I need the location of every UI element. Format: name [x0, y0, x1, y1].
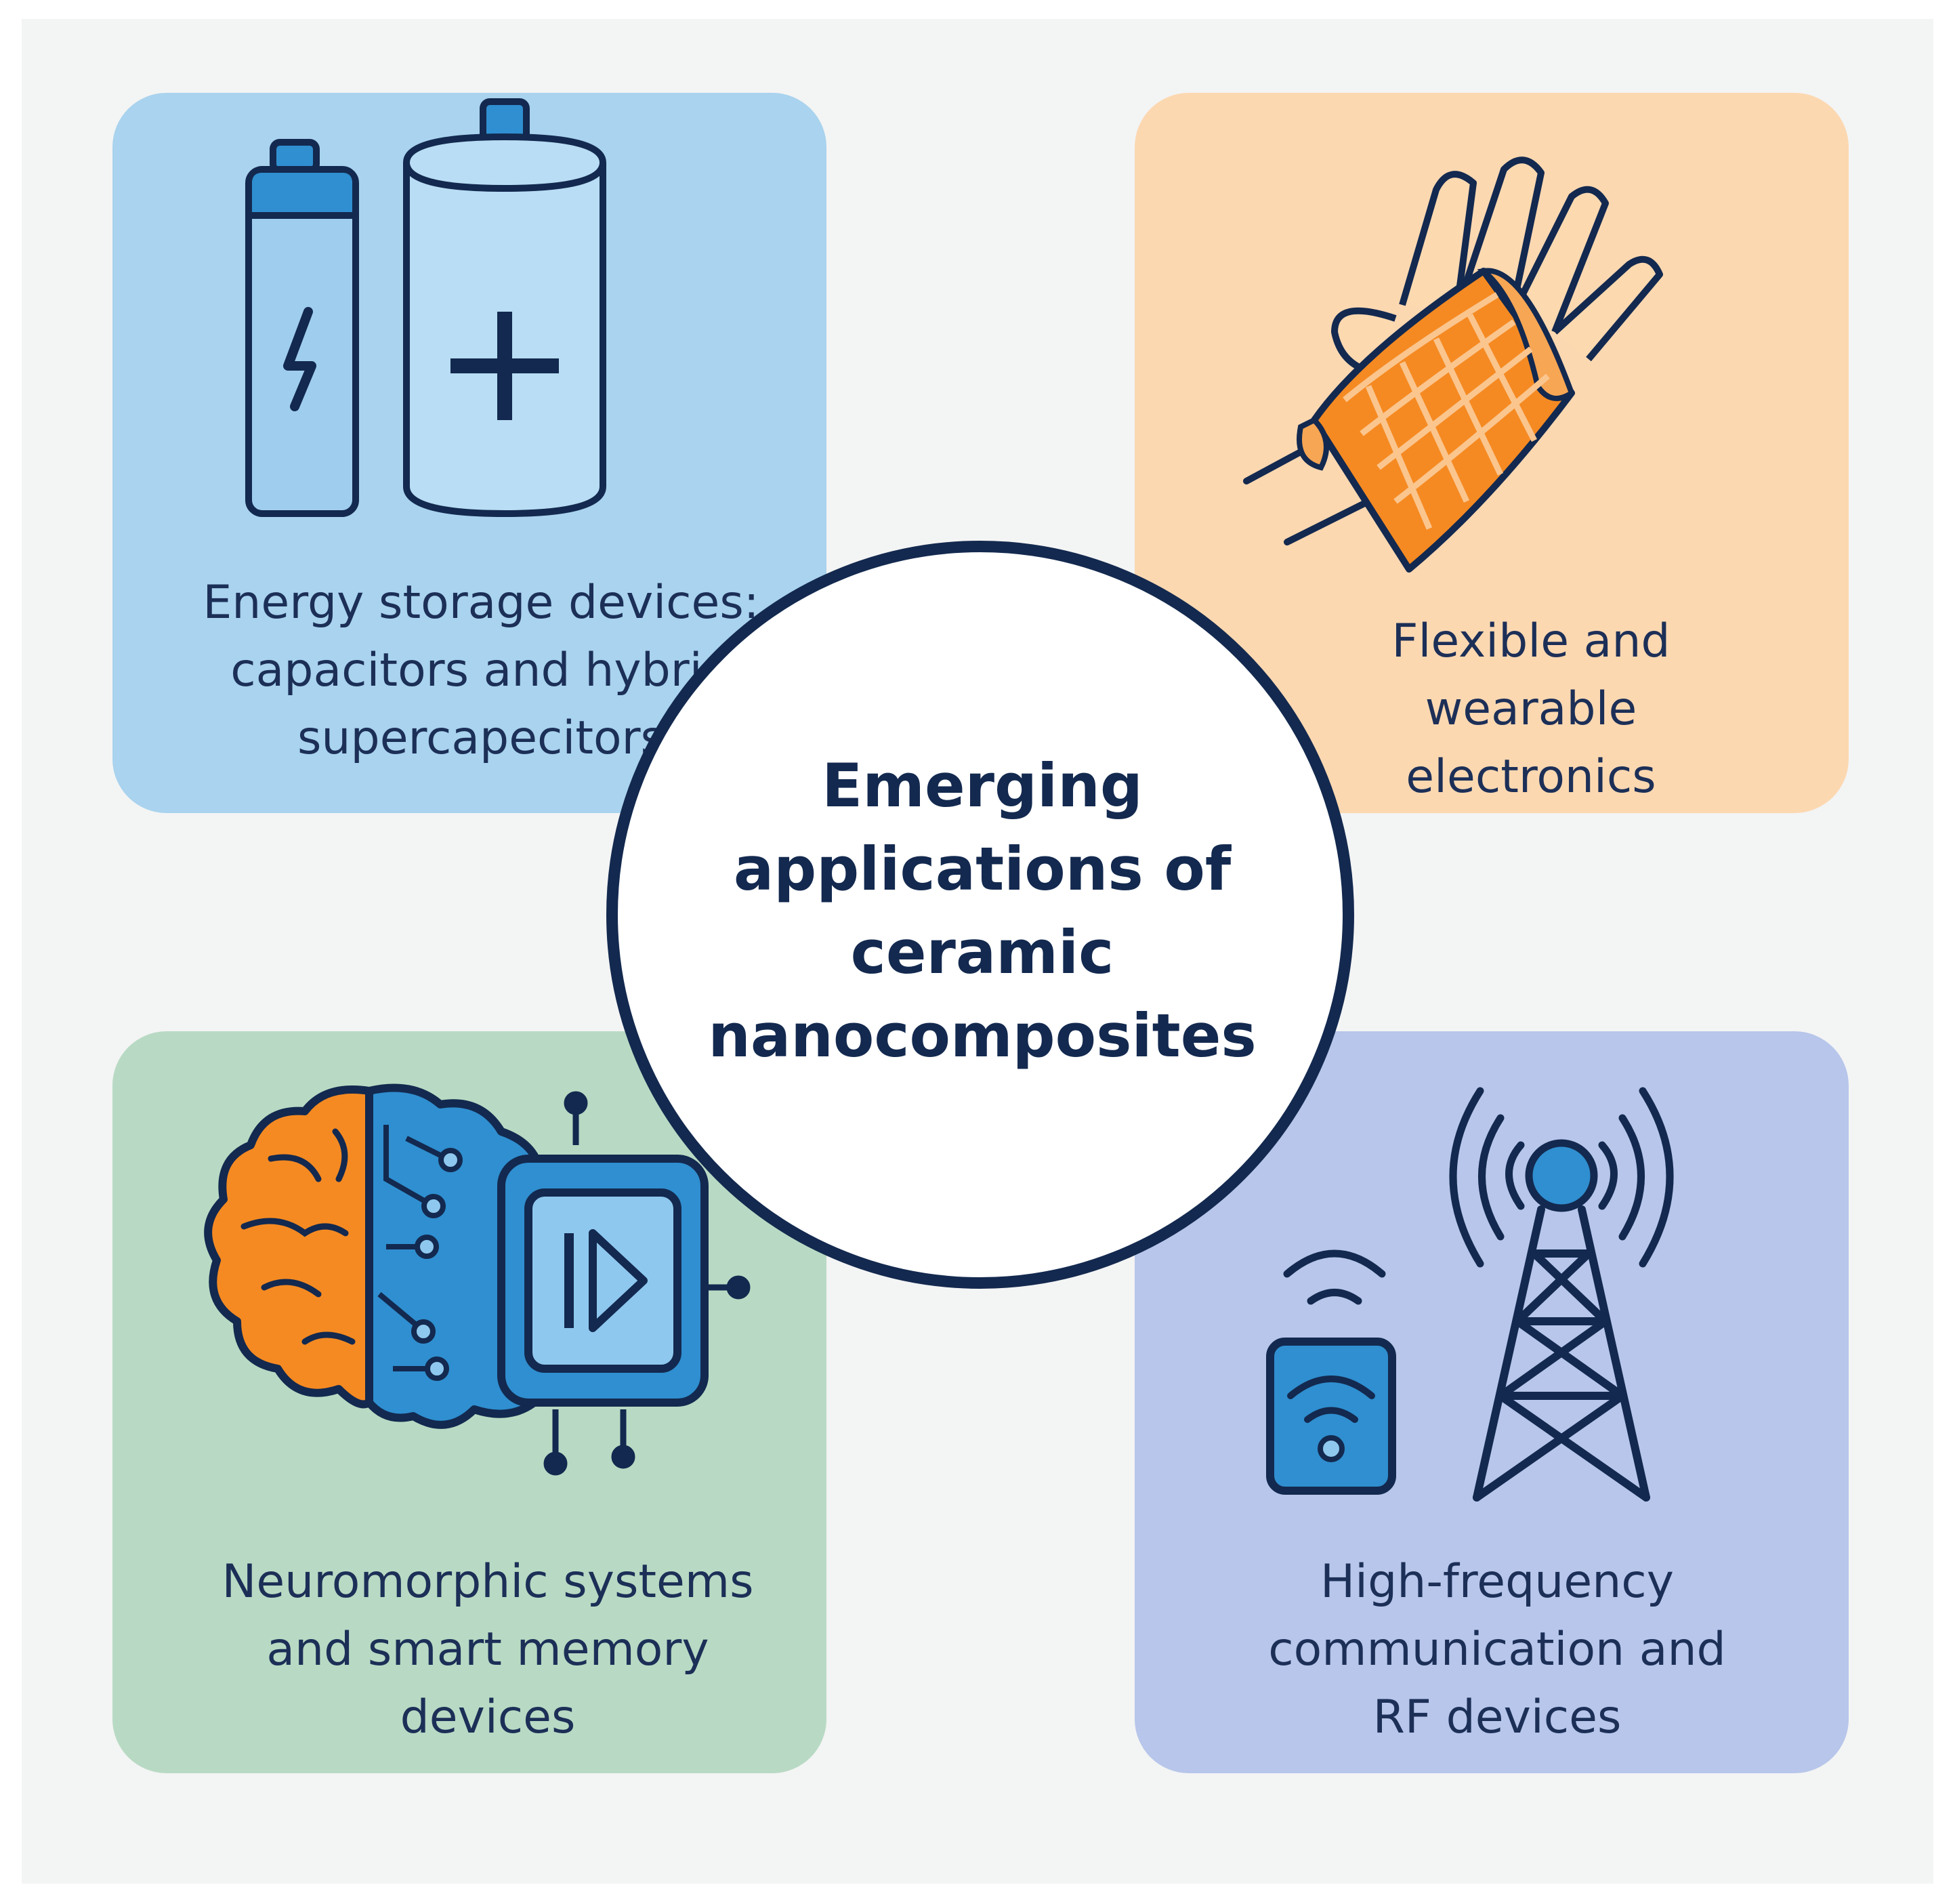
antenna-tower-icon [1266, 1087, 1674, 1502]
neuromorphic-label: Neuromorphic systems and smart memory de… [222, 1555, 754, 1744]
battery-capacitor-icon [245, 98, 606, 518]
energy-storage-label: Energy storage devices: capacitors and h… [203, 576, 759, 765]
flexible-electronics-label: Flexible and wearable electronics [1391, 615, 1671, 804]
rf-devices-label: High-frequency communication and RF devi… [1268, 1555, 1726, 1744]
brain-chip-icon [204, 1083, 751, 1476]
center-circle [606, 541, 1354, 1289]
wearable-hand-icon [1243, 157, 1663, 573]
center-title: Emerging applications of ceramic nanocom… [708, 751, 1257, 1071]
